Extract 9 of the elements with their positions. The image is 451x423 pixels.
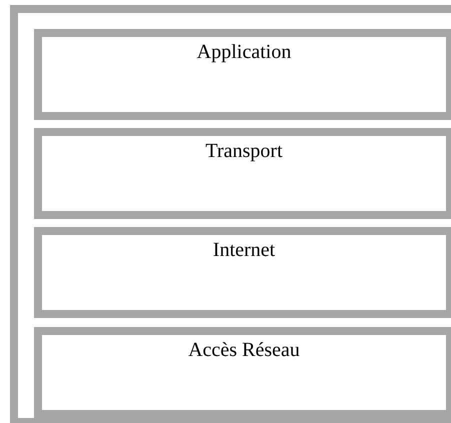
outer-frame	[10, 5, 451, 423]
layer-box	[34, 327, 451, 418]
layer-box	[34, 227, 451, 318]
layer-box	[34, 128, 451, 219]
layer-box	[34, 29, 451, 120]
layer-label: Application	[196, 41, 292, 64]
layer-label: Internet	[212, 239, 276, 262]
layer-label: Accès Réseau	[188, 339, 300, 362]
layer-label: Transport	[205, 140, 283, 163]
